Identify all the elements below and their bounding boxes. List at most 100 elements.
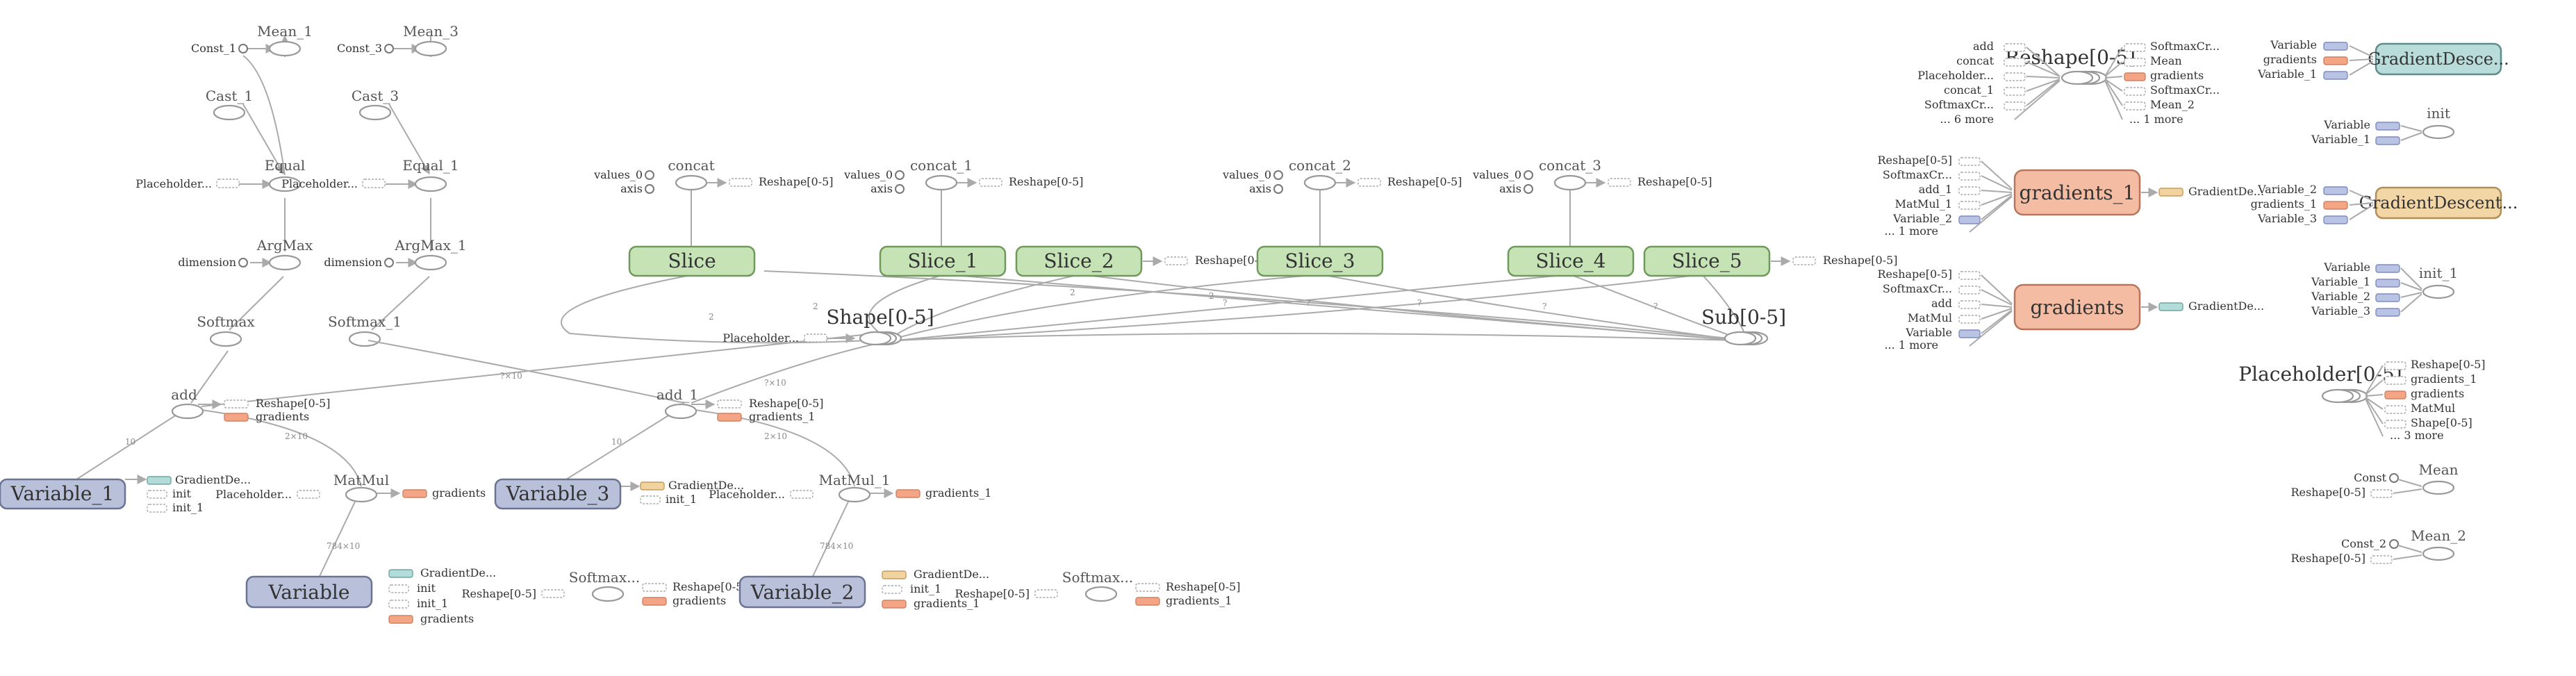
- add-gradients-chip[interactable]: [224, 413, 249, 422]
- aux-placeholder-node[interactable]: [2321, 388, 2354, 404]
- mean-3-node[interactable]: [414, 40, 447, 57]
- aux-mean-node[interactable]: [2422, 480, 2455, 495]
- aux-reshape-in-chip[interactable]: [2004, 87, 2026, 96]
- concat-node[interactable]: [675, 174, 708, 191]
- mean-in-chip[interactable]: [2370, 489, 2393, 498]
- slice-node[interactable]: [628, 245, 756, 277]
- matmul-1-node[interactable]: [838, 486, 871, 503]
- softmax-1-node[interactable]: [348, 331, 381, 347]
- v1-init-chip[interactable]: [147, 490, 167, 499]
- ph-out-chip[interactable]: [2384, 405, 2406, 414]
- g1-in-chip[interactable]: [1958, 215, 1981, 224]
- slice2-reshape-chip[interactable]: [1164, 256, 1188, 265]
- g-in-chip[interactable]: [1958, 286, 1981, 295]
- equal-node[interactable]: [268, 176, 302, 192]
- concat2-axis-node[interactable]: [1273, 184, 1283, 194]
- aux-gradients-1-node[interactable]: [2013, 169, 2141, 216]
- v2-gradients-chip[interactable]: [882, 600, 907, 609]
- add-1-node[interactable]: [664, 403, 697, 420]
- aux-reshape-in-chip[interactable]: [2004, 43, 2026, 52]
- argmax-node[interactable]: [268, 254, 302, 271]
- aux-reshape-in-chip[interactable]: [2004, 58, 2026, 67]
- const-1-node[interactable]: [238, 44, 248, 53]
- init1-in-chip[interactable]: [2375, 279, 2400, 288]
- aux-gradients-node[interactable]: [2013, 283, 2141, 331]
- gd-b-in-chip[interactable]: [2323, 215, 2348, 224]
- g-out-chip[interactable]: [2158, 302, 2183, 311]
- sm2-reshape-in-chip[interactable]: [1034, 589, 1058, 598]
- add1-gradients-chip[interactable]: [717, 413, 742, 422]
- aux-reshape-out-chip[interactable]: [2124, 72, 2146, 81]
- add1-reshape-chip[interactable]: [717, 399, 742, 409]
- g1-in-chip[interactable]: [1958, 201, 1981, 210]
- aux-gd-b-node[interactable]: [2375, 186, 2502, 220]
- concat-reshape-chip[interactable]: [729, 178, 752, 187]
- sm-reshape-in-chip[interactable]: [541, 589, 565, 598]
- slice-4-node[interactable]: [1507, 245, 1635, 277]
- ph-out-chip[interactable]: [2384, 376, 2406, 385]
- variable-1-node[interactable]: [0, 478, 126, 510]
- g-in-chip[interactable]: [1958, 271, 1981, 280]
- aux-init-node[interactable]: [2422, 124, 2455, 140]
- shape-ph-chip[interactable]: [804, 333, 827, 343]
- aux-reshape-in-chip[interactable]: [2004, 72, 2026, 81]
- cast-1-node[interactable]: [213, 104, 246, 121]
- matmul1-gradients-chip[interactable]: [895, 489, 920, 498]
- sm2-reshape-out-chip[interactable]: [1135, 583, 1160, 592]
- variable-node[interactable]: [245, 575, 373, 609]
- concat-values0-node[interactable]: [645, 170, 654, 180]
- slice-3-node[interactable]: [1256, 245, 1384, 277]
- init-in-chip[interactable]: [2375, 122, 2400, 131]
- concat3-axis-node[interactable]: [1524, 184, 1533, 194]
- slice-1-node[interactable]: [879, 245, 1007, 277]
- concat1-values0-node[interactable]: [895, 170, 905, 180]
- aux-reshape-out-chip[interactable]: [2124, 58, 2146, 67]
- aux-init-1-node[interactable]: [2422, 284, 2455, 299]
- v3-gd-chip[interactable]: [640, 481, 665, 490]
- slice-2-node[interactable]: [1015, 245, 1143, 277]
- g-in-chip[interactable]: [1958, 315, 1981, 324]
- g1-in-chip[interactable]: [1958, 157, 1981, 166]
- init1-in-chip[interactable]: [2375, 264, 2400, 273]
- init-in-chip[interactable]: [2375, 136, 2400, 145]
- placeholder-a-chip[interactable]: [216, 179, 240, 188]
- cast-3-node[interactable]: [358, 104, 392, 121]
- variable-2-node[interactable]: [738, 575, 866, 609]
- v1-gd-chip[interactable]: [147, 476, 172, 485]
- aux-mean-2-node[interactable]: [2422, 546, 2455, 561]
- g1-in-chip[interactable]: [1958, 172, 1981, 181]
- variable-3-node[interactable]: [494, 478, 622, 510]
- v3-init1-chip[interactable]: [640, 495, 661, 504]
- g-in-chip[interactable]: [1958, 300, 1981, 309]
- concat-3-node[interactable]: [1553, 174, 1587, 191]
- concat2-reshape-chip[interactable]: [1357, 178, 1381, 187]
- sm-gradients-chip[interactable]: [642, 597, 667, 606]
- shape-node[interactable]: [859, 331, 892, 346]
- v-init-chip[interactable]: [388, 584, 409, 593]
- const-3-node[interactable]: [384, 44, 394, 53]
- v1-init1-chip[interactable]: [147, 504, 167, 513]
- sub-node[interactable]: [1724, 331, 1757, 346]
- equal-1-node[interactable]: [414, 176, 447, 192]
- g1-out-chip[interactable]: [2158, 188, 2183, 197]
- concat3-values0-node[interactable]: [1524, 170, 1533, 180]
- concat1-reshape-chip[interactable]: [979, 178, 1002, 187]
- gd-b-in-chip[interactable]: [2323, 201, 2348, 210]
- aux-reshape-out-chip[interactable]: [2124, 101, 2146, 110]
- mean-1-node[interactable]: [268, 40, 302, 57]
- concat-1-node[interactable]: [925, 174, 958, 191]
- dimension-a-node[interactable]: [238, 258, 248, 267]
- softmax2-dots-node[interactable]: [1084, 586, 1118, 602]
- aux-reshape-in-chip[interactable]: [2004, 101, 2026, 110]
- v-gradients-chip[interactable]: [388, 615, 413, 624]
- mean-in-const[interactable]: [2389, 473, 2399, 483]
- ph-out-chip[interactable]: [2384, 420, 2406, 429]
- aux-reshape-node[interactable]: [2061, 70, 2094, 85]
- slice-5-node[interactable]: [1643, 245, 1771, 277]
- sm2-gradients-chip[interactable]: [1135, 597, 1160, 606]
- gd-a-in-chip[interactable]: [2323, 42, 2348, 51]
- g-in-chip[interactable]: [1958, 329, 1981, 338]
- concat3-reshape-chip[interactable]: [1608, 178, 1631, 187]
- concat1-axis-node[interactable]: [895, 184, 905, 194]
- dimension-b-node[interactable]: [384, 258, 394, 267]
